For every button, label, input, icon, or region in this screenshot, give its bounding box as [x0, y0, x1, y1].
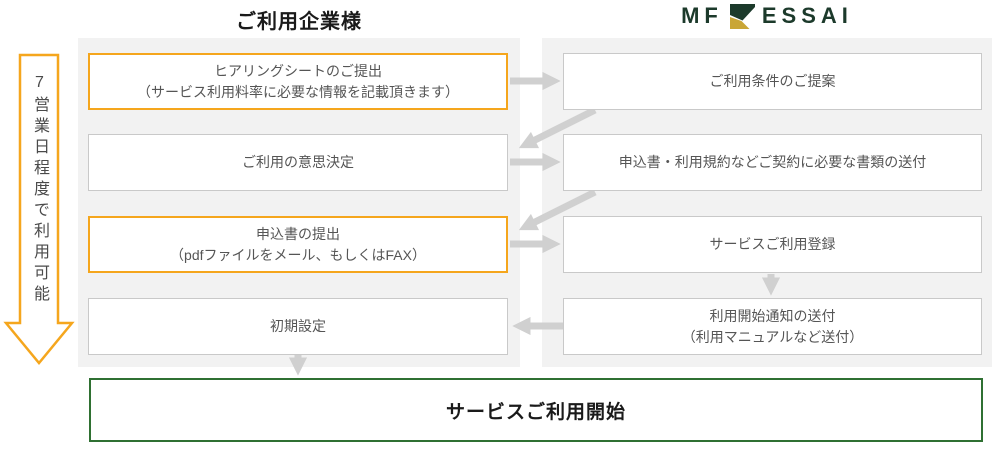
step-label: 初期設定 [270, 318, 326, 334]
step-application-submission: 申込書の提出 （pdfファイルをメール、もしくはFAX） [88, 216, 508, 273]
step-service-registration: サービスご利用登録 [563, 216, 982, 273]
step-label: サービスご利用登録 [709, 236, 836, 252]
step-hearing-sheet-submission: ヒアリングシートのご提出 （サービス利用料率に必要な情報を記載頂きます） [88, 53, 508, 110]
step-start-notice-sending: 利用開始通知の送付 （利用マニュアルなど送付） [563, 298, 982, 355]
mfkessai-logo: MF ESSAI [542, 3, 992, 29]
step-label: 申込書・利用規約などご契約に必要な書類の送付 [618, 154, 927, 170]
logo-text-mf: MF [681, 3, 723, 28]
final-service-start-label: サービスご利用開始 [445, 401, 626, 423]
timeline-label: 7営業日程度で利用可能 [31, 74, 48, 306]
final-service-start-box: サービスご利用開始 [89, 378, 983, 442]
step-label: ご利用条件のご提案 [709, 73, 836, 89]
step-label: 利用開始通知の送付 （利用マニュアルなど送付） [681, 307, 864, 345]
step-conditions-proposal: ご利用条件のご提案 [563, 53, 982, 110]
step-label: 申込書の提出 （pdfファイルをメール、もしくはFAX） [170, 225, 426, 263]
step-usage-decision: ご利用の意思決定 [88, 134, 508, 191]
step-label: ご利用の意思決定 [242, 154, 354, 170]
logo-text-essai: ESSAI [761, 3, 853, 28]
step-contract-documents-sending: 申込書・利用規約などご契約に必要な書類の送付 [563, 134, 982, 191]
step-initial-setup: 初期設定 [88, 298, 508, 355]
client-column-header: ご利用企業様 [236, 11, 362, 33]
step-label: ヒアリングシートのご提出 （サービス利用料率に必要な情報を記載頂きます） [137, 62, 459, 100]
timeline-arrow-icon [3, 53, 75, 365]
logo-k-icon [729, 3, 755, 29]
